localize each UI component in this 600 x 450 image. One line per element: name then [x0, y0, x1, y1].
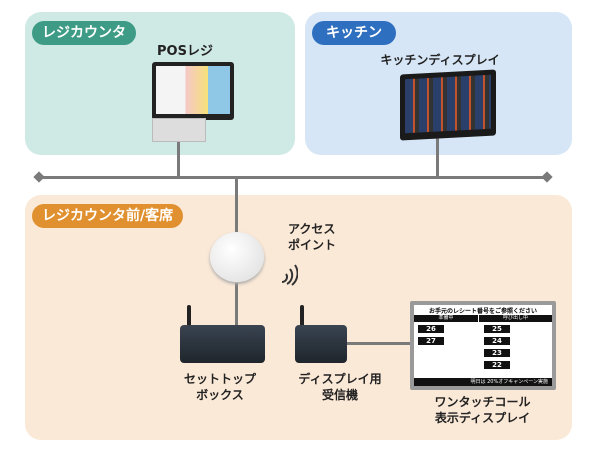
display-receiver — [295, 325, 347, 363]
register-zone-label: レジカウンタ — [32, 21, 136, 45]
ap-link — [235, 178, 238, 233]
pos-label: POSレジ — [157, 44, 213, 59]
backbone-end-left — [33, 171, 45, 183]
backbone-end-right — [541, 171, 553, 183]
calling-number: 22 — [484, 361, 510, 369]
calling-number: 24 — [484, 337, 510, 345]
pos-register — [152, 62, 234, 120]
call-display-label: ワンタッチコール 表示ディスプレイ — [434, 395, 531, 425]
preparing-header: 準備中 — [414, 315, 478, 322]
kitchen-display-label: キッチンディスプレイ — [380, 53, 500, 67]
network-backbone — [40, 176, 546, 179]
set-top-box-label: セットトップ ボックス — [183, 372, 256, 402]
receiver-label: ディスプレイ用 受信機 — [298, 372, 382, 402]
call-display-title: お手元のレシート番号をご参照ください — [428, 308, 537, 315]
kitchen-display — [400, 69, 496, 141]
set-top-box — [180, 325, 265, 363]
preparing-number: 27 — [418, 337, 444, 345]
calling-number: 23 — [484, 349, 510, 357]
set-top-box-antenna — [187, 305, 191, 327]
receiver-display-link — [345, 342, 411, 345]
kitchen-zone-label: キッチン — [312, 21, 396, 45]
pos-base — [152, 118, 206, 142]
wifi-icon — [278, 264, 299, 290]
access-point — [210, 232, 264, 282]
calling-number: 25 — [484, 325, 510, 333]
call-display-footer: 明日は 20%オフキャンペーン実施 — [414, 378, 552, 386]
front-zone-label: レジカウンタ前/客席 — [32, 204, 184, 228]
preparing-number: 26 — [418, 325, 444, 333]
pos-link — [177, 140, 180, 178]
kitchen-link — [436, 138, 439, 178]
call-display: お手元のレシート番号をご参照ください 準備中 呼び出し中 26 27 25 24… — [410, 301, 556, 390]
access-point-label: アクセス ポイント — [288, 222, 337, 252]
calling-header: 呼び出し中 — [479, 315, 552, 322]
ap-stb-link — [235, 283, 238, 325]
receiver-antenna — [300, 305, 304, 327]
